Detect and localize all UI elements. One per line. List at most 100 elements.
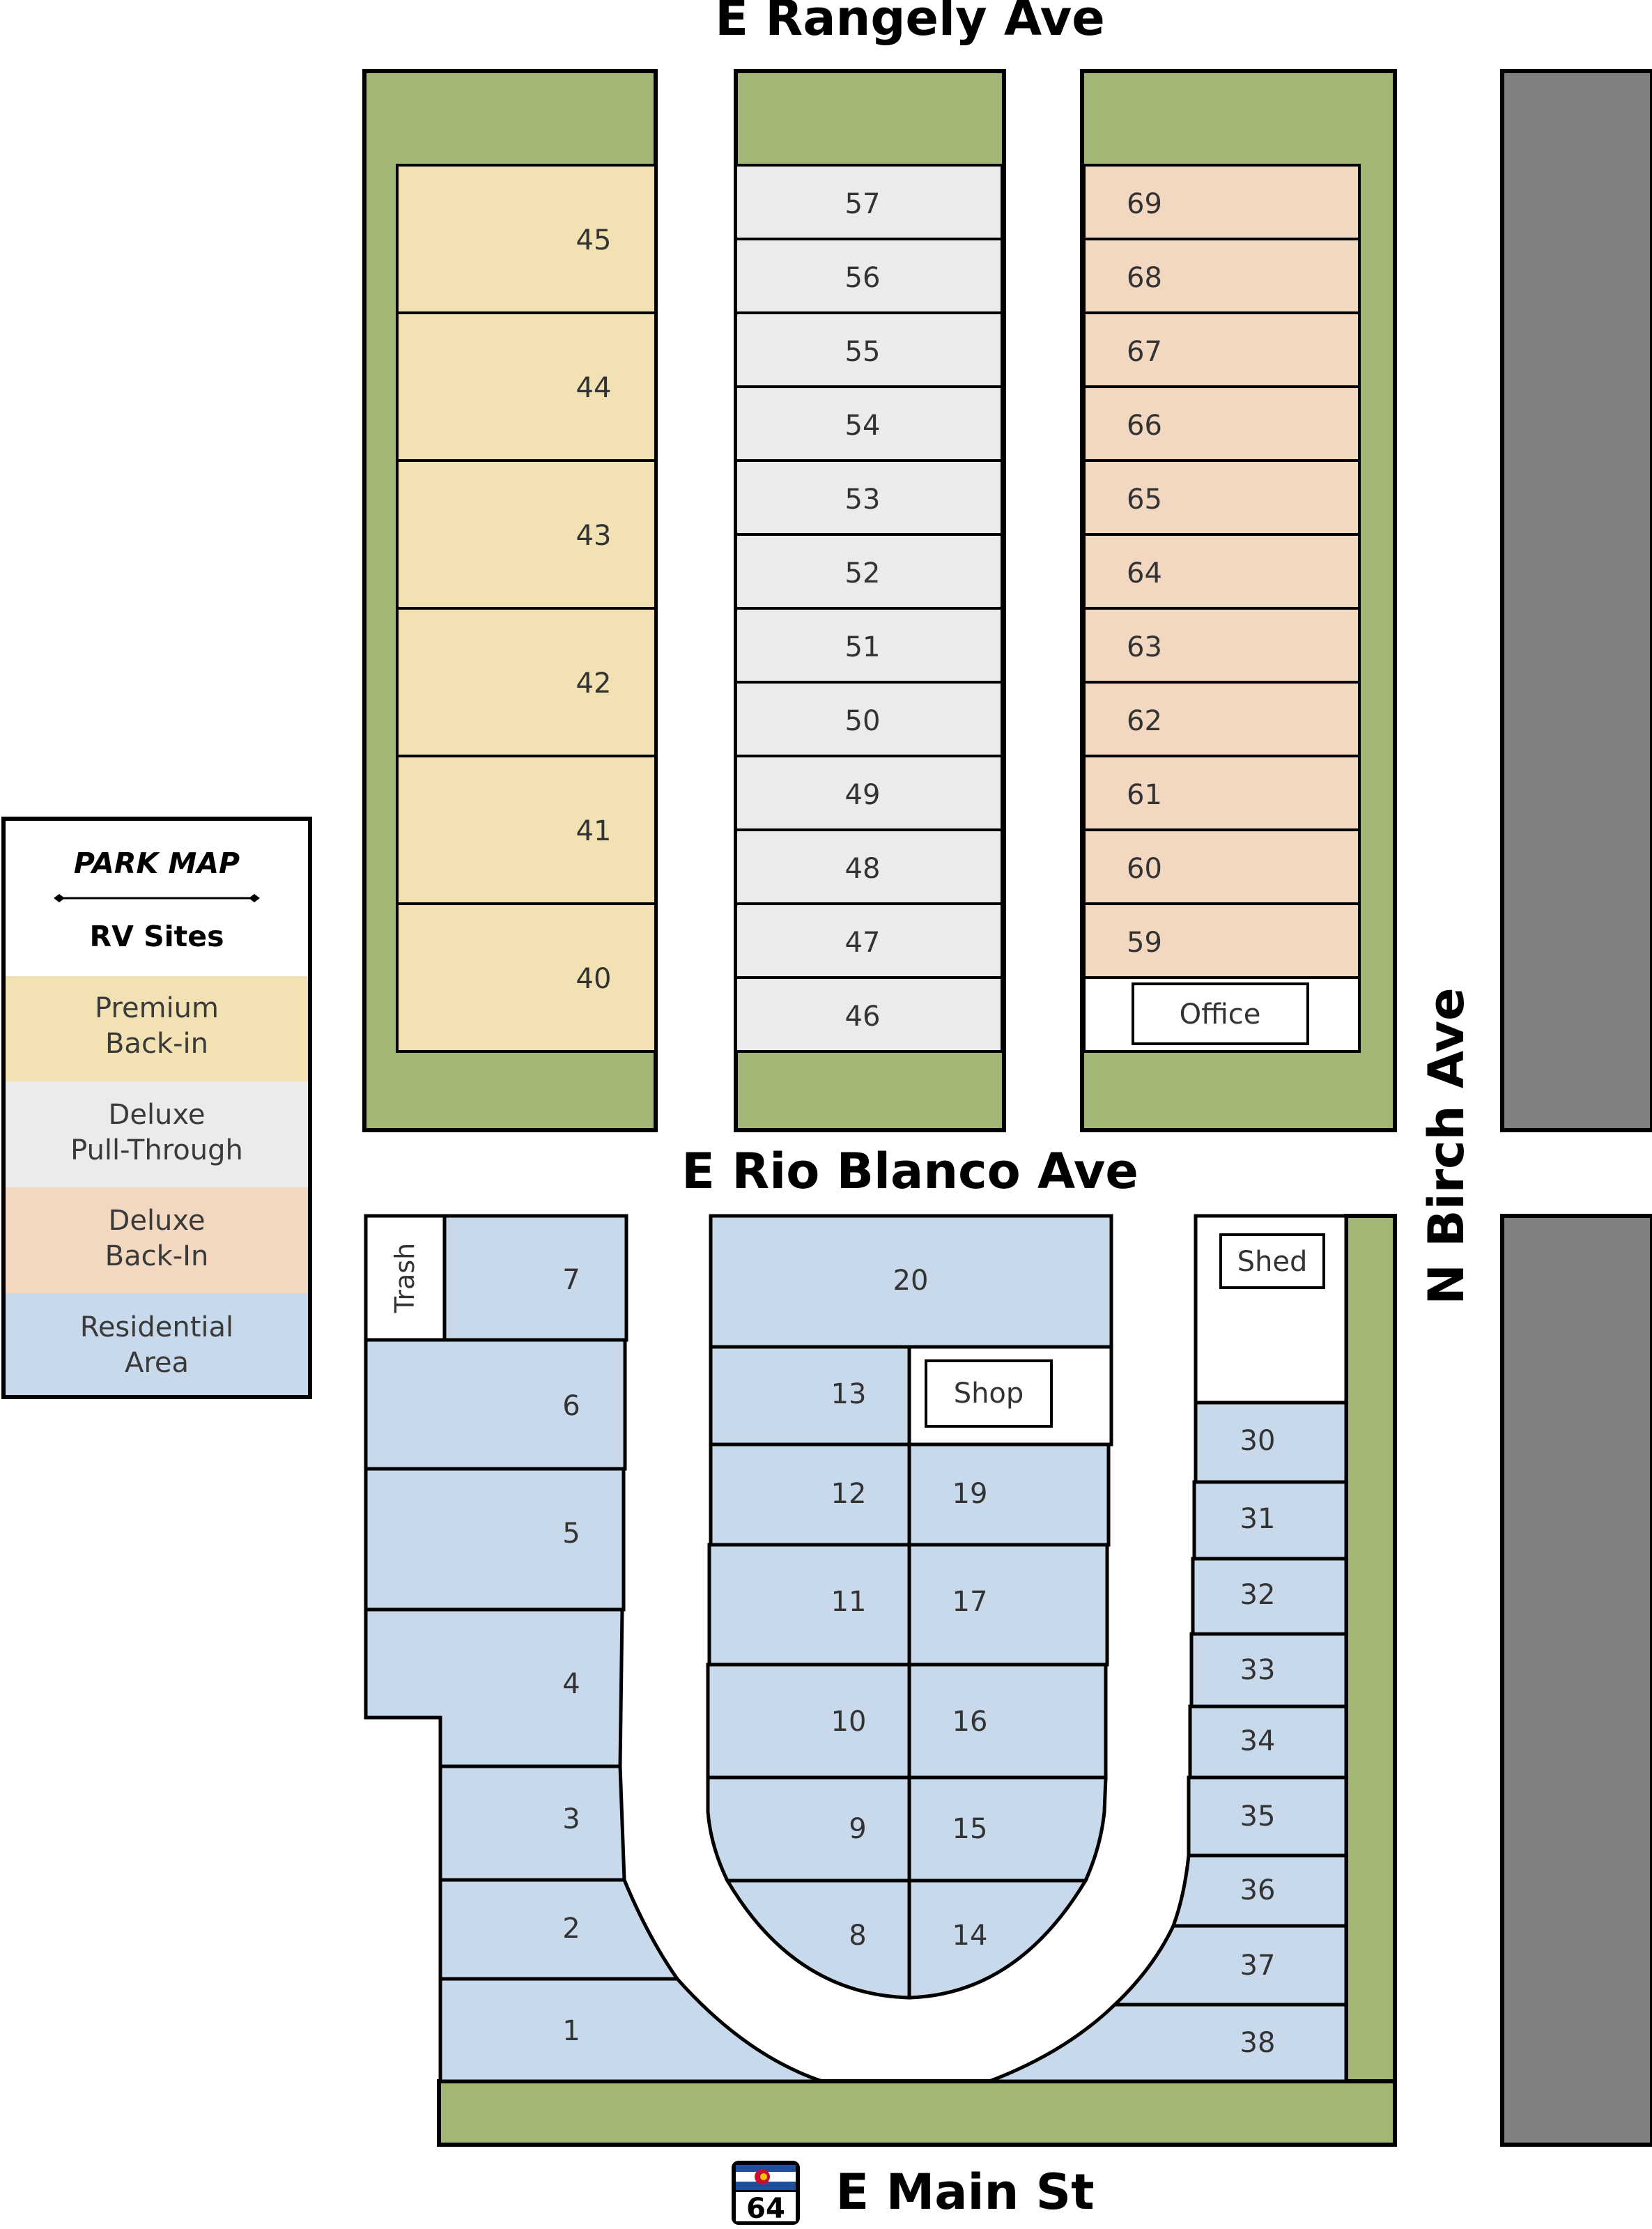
site-label: 1 — [562, 2015, 580, 2047]
site-50[interactable] — [734, 681, 1003, 757]
site-12[interactable] — [709, 1442, 911, 1547]
premium-sites: 45 44 43 42 41 40 — [396, 164, 657, 1053]
site-label: 7 — [562, 1264, 580, 1296]
site-4[interactable] — [364, 1607, 624, 1768]
shed-building[interactable] — [1219, 1233, 1325, 1289]
site-54[interactable] — [734, 385, 1003, 462]
site-label: 46 — [845, 1001, 881, 1033]
site-37[interactable] — [1110, 1924, 1348, 2007]
back-in-sites: 69 68 67 66 65 64 63 62 61 60 59 Office — [1083, 164, 1361, 1053]
site-14[interactable] — [907, 1879, 1089, 2000]
site-48[interactable] — [734, 828, 1003, 905]
site-label: 65 — [1127, 484, 1162, 516]
site-7[interactable] — [442, 1214, 628, 1342]
site-label: 41 — [576, 815, 612, 847]
site-43[interactable] — [396, 459, 657, 610]
east-gray-block-north — [1500, 69, 1652, 1132]
office-building[interactable] — [1132, 982, 1309, 1045]
site-3[interactable] — [438, 1764, 626, 1882]
site-38[interactable] — [989, 2003, 1348, 2083]
site-label: 34 — [1240, 1725, 1276, 1757]
site-33[interactable] — [1189, 1632, 1348, 1709]
site-label: 3 — [562, 1803, 580, 1835]
site-label: 32 — [1240, 1579, 1276, 1611]
site-17[interactable] — [907, 1543, 1109, 1667]
trash-area[interactable] — [364, 1214, 447, 1342]
site-19[interactable] — [907, 1442, 1111, 1547]
site-label: 4 — [562, 1668, 580, 1700]
site-label: 54 — [845, 410, 881, 442]
site-59[interactable] — [1083, 902, 1361, 979]
legend: PARK MAP RV Sites Premium Back-in Deluxe… — [1, 817, 312, 1399]
site-label: 69 — [1127, 188, 1162, 220]
legend-title: PARK MAP — [74, 847, 240, 880]
legend-swatch-residential — [6, 1293, 308, 1395]
site-label: 63 — [1127, 631, 1162, 663]
legend-subtitle: RV Sites — [90, 920, 224, 953]
site-label: 20 — [893, 1265, 929, 1297]
site-62[interactable] — [1083, 681, 1361, 757]
site-label: 48 — [845, 853, 881, 885]
site-67[interactable] — [1083, 311, 1361, 388]
site-2[interactable] — [438, 1878, 681, 1981]
site-46[interactable] — [734, 976, 1003, 1053]
site-label: 42 — [576, 668, 612, 700]
site-44[interactable] — [396, 311, 657, 462]
site-40[interactable] — [396, 902, 657, 1053]
site-13[interactable] — [709, 1345, 911, 1447]
site-label: 52 — [845, 557, 881, 589]
site-11[interactable] — [707, 1543, 911, 1667]
site-label: 64 — [1127, 557, 1162, 589]
site-label: 66 — [1127, 410, 1162, 442]
site-64[interactable] — [1083, 533, 1361, 610]
site-1[interactable] — [438, 1977, 823, 2083]
site-label: 55 — [845, 336, 881, 368]
site-61[interactable] — [1083, 755, 1361, 831]
site-label: 13 — [831, 1378, 867, 1410]
site-34[interactable] — [1188, 1704, 1348, 1780]
site-49[interactable] — [734, 755, 1003, 831]
site-label: 57 — [845, 188, 881, 220]
site-32[interactable] — [1191, 1557, 1348, 1636]
pull-through-sites: 57 56 55 54 53 52 51 50 49 48 47 46 — [734, 164, 1003, 1053]
site-label: 17 — [952, 1586, 988, 1618]
site-52[interactable] — [734, 533, 1003, 610]
site-56[interactable] — [734, 238, 1003, 314]
legend-item-label: Area — [125, 1347, 189, 1379]
site-10[interactable] — [706, 1663, 911, 1780]
site-65[interactable] — [1083, 459, 1361, 536]
shop-building[interactable] — [925, 1359, 1053, 1428]
street-label-north: E Rangely Ave — [715, 0, 1105, 47]
site-69[interactable] — [1083, 164, 1361, 240]
site-5[interactable] — [364, 1467, 626, 1612]
legend-item-label: Residential — [80, 1311, 233, 1343]
legend-item-label: Premium — [95, 992, 219, 1024]
legend-swatch-pull-through — [6, 1081, 308, 1187]
residential-center: 20 Shop 13 12 11 10 9 8 19 17 16 15 14 — [706, 1214, 1113, 2000]
highway-shield-number: 64 — [746, 2193, 785, 2225]
site-label: 59 — [1127, 927, 1162, 959]
site-label: 60 — [1127, 853, 1162, 885]
site-60[interactable] — [1083, 828, 1361, 905]
legend-item-label: Back-in — [105, 1028, 208, 1060]
site-16[interactable] — [907, 1663, 1108, 1780]
site-63[interactable] — [1083, 607, 1361, 684]
east-grass-strip — [1344, 1214, 1397, 2147]
site-6[interactable] — [364, 1338, 627, 1471]
site-label: 68 — [1127, 262, 1162, 294]
site-41[interactable] — [396, 755, 657, 905]
site-15[interactable] — [907, 1775, 1108, 1883]
site-42[interactable] — [396, 607, 657, 757]
site-68[interactable] — [1083, 238, 1361, 314]
site-66[interactable] — [1083, 385, 1361, 462]
site-label: 38 — [1240, 2027, 1276, 2059]
legend-swatch-back-in — [6, 1187, 308, 1293]
site-label: 45 — [576, 224, 612, 256]
site-label: 31 — [1240, 1503, 1276, 1535]
site-label: 36 — [1240, 1874, 1276, 1906]
site-9[interactable] — [706, 1775, 911, 1883]
site-label: 44 — [576, 372, 612, 404]
site-label: 47 — [845, 927, 881, 959]
site-8[interactable] — [724, 1879, 911, 2000]
site-45[interactable] — [396, 164, 657, 314]
